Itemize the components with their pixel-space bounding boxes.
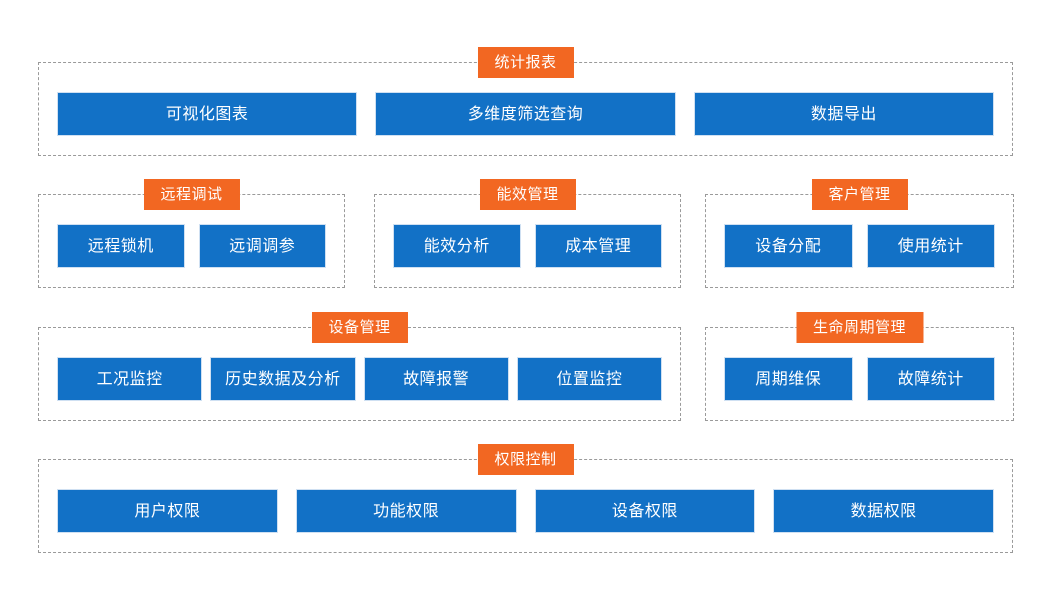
group-title-remote-debug: 远程调试	[143, 179, 240, 210]
group-customer-management: 客户管理 设备分配 使用统计	[705, 179, 1014, 288]
group-title-lifecycle-management: 生命周期管理	[795, 312, 924, 343]
group-title-customer-management: 客户管理	[811, 179, 908, 210]
node-remote-parameter-tuning[interactable]: 远调调参	[198, 224, 326, 268]
group-items-reports: 可视化图表 多维度筛选查询 数据导出	[57, 92, 994, 136]
node-cost-management[interactable]: 成本管理	[534, 224, 662, 268]
group-energy-management: 能效管理 能效分析 成本管理	[374, 179, 681, 288]
group-device-management: 设备管理 工况监控 历史数据及分析 故障报警 位置监控	[38, 312, 681, 421]
node-periodic-maintenance[interactable]: 周期维保	[724, 357, 853, 401]
group-items-customer-management: 设备分配 使用统计	[724, 224, 995, 268]
group-items-permission-control: 用户权限 功能权限 设备权限 数据权限	[57, 489, 994, 533]
diagram-row-reports: 统计报表 可视化图表 多维度筛选查询 数据导出	[0, 47, 1052, 156]
group-items-energy-management: 能效分析 成本管理	[393, 224, 662, 268]
node-device-allocation[interactable]: 设备分配	[724, 224, 853, 268]
group-reports: 统计报表 可视化图表 多维度筛选查询 数据导出	[38, 47, 1013, 156]
node-fault-statistics[interactable]: 故障统计	[866, 357, 995, 401]
group-permission-control: 权限控制 用户权限 功能权限 设备权限 数据权限	[38, 444, 1013, 553]
group-remote-debug: 远程调试 远程锁机 远调调参	[38, 179, 345, 288]
diagram-row-middle: 远程调试 远程锁机 远调调参 能效管理 能效分析 成本管理 客户管理 设备分配 …	[0, 179, 1052, 288]
group-title-device-management: 设备管理	[311, 312, 408, 343]
node-visual-charts[interactable]: 可视化图表	[57, 92, 358, 136]
node-condition-monitoring[interactable]: 工况监控	[57, 357, 203, 401]
group-items-lifecycle-management: 周期维保 故障统计	[724, 357, 995, 401]
node-energy-analysis[interactable]: 能效分析	[393, 224, 521, 268]
node-device-permission[interactable]: 设备权限	[534, 489, 756, 533]
node-history-data-analysis[interactable]: 历史数据及分析	[210, 357, 356, 401]
group-title-reports: 统计报表	[477, 47, 574, 78]
node-multi-dimension-filter-query[interactable]: 多维度筛选查询	[375, 92, 676, 136]
diagram-row-device: 设备管理 工况监控 历史数据及分析 故障报警 位置监控 生命周期管理 周期维保 …	[0, 312, 1052, 421]
group-lifecycle-management: 生命周期管理 周期维保 故障统计	[705, 312, 1014, 421]
group-items-device-management: 工况监控 历史数据及分析 故障报警 位置监控	[57, 357, 662, 401]
node-function-permission[interactable]: 功能权限	[295, 489, 517, 533]
group-title-permission-control: 权限控制	[477, 444, 574, 475]
group-title-energy-management: 能效管理	[479, 179, 576, 210]
node-usage-statistics[interactable]: 使用统计	[866, 224, 995, 268]
node-location-monitoring[interactable]: 位置监控	[516, 357, 662, 401]
node-data-permission[interactable]: 数据权限	[773, 489, 994, 533]
node-remote-lock[interactable]: 远程锁机	[57, 224, 185, 268]
node-data-export[interactable]: 数据导出	[693, 92, 994, 136]
node-user-permission[interactable]: 用户权限	[57, 489, 278, 533]
diagram-row-permission: 权限控制 用户权限 功能权限 设备权限 数据权限	[0, 444, 1052, 553]
node-fault-alarm[interactable]: 故障报警	[363, 357, 509, 401]
group-items-remote-debug: 远程锁机 远调调参	[57, 224, 326, 268]
